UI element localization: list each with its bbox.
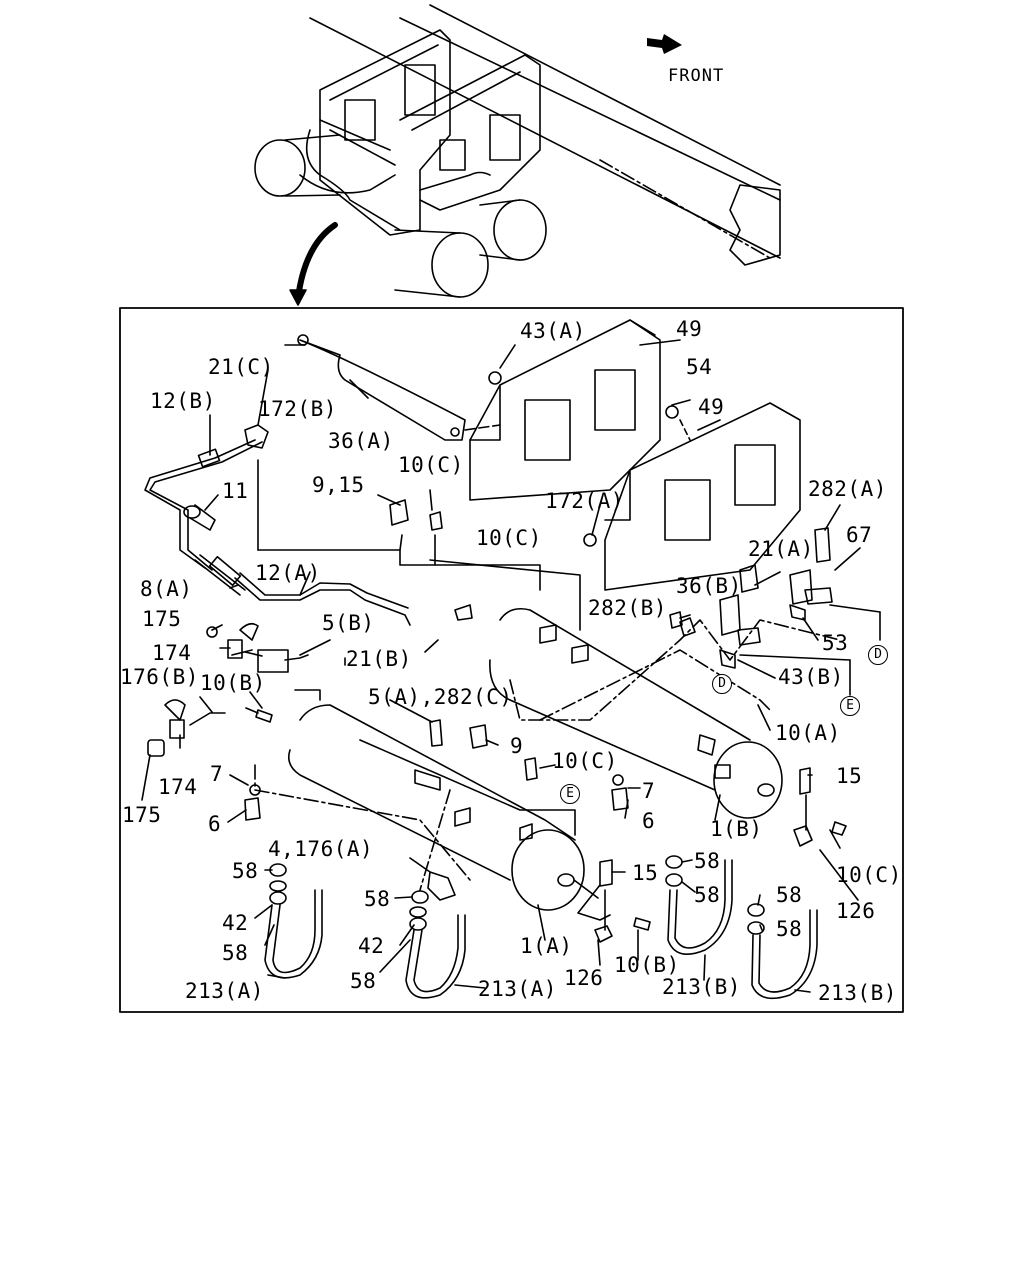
callout-8A: 8(A)	[140, 577, 193, 601]
callout-15: 15	[632, 861, 659, 885]
callout-282A: 282(A)	[808, 477, 887, 501]
callout-58: 58	[694, 883, 721, 907]
callout-12A: 12(A)	[255, 561, 321, 585]
callout-6: 6	[208, 812, 222, 836]
callout-126: 126	[836, 899, 876, 923]
callout-213B: 213(B)	[662, 975, 741, 999]
callout-43B: 43(B)	[778, 665, 844, 689]
callout-10B: 10(B)	[200, 671, 266, 695]
callout-175: 175	[122, 803, 162, 827]
callout-21A: 21(A)	[748, 537, 814, 561]
callout-174: 174	[152, 641, 192, 665]
ref-marker-E: E	[560, 784, 580, 804]
callout-6: 6	[642, 809, 656, 833]
callout-15: 15	[836, 764, 863, 788]
callout-282B: 282(B)	[588, 596, 667, 620]
callout-58: 58	[232, 859, 259, 883]
callout-213A: 213(A)	[478, 977, 557, 1001]
callout-176B: 176(B)	[120, 665, 199, 689]
callout-58: 58	[694, 849, 721, 873]
callout-58: 58	[364, 887, 391, 911]
callout-36A: 36(A)	[328, 429, 394, 453]
callout-174: 174	[158, 775, 198, 799]
callout-10B: 10(B)	[614, 953, 680, 977]
callout-12B: 12(B)	[150, 389, 216, 413]
callout-11: 11	[222, 479, 249, 503]
callout-172B: 172(B)	[258, 397, 337, 421]
callout-10C: 10(C)	[836, 863, 902, 887]
callout-5B: 5(B)	[322, 611, 375, 635]
callout-10C: 10(C)	[398, 453, 464, 477]
callout-49: 49	[676, 317, 703, 341]
callout-42: 42	[358, 934, 385, 958]
callout-49: 49	[698, 395, 725, 419]
callout-5A-282C: 5(A),282(C)	[368, 685, 513, 709]
callout-4-176A: 4,176(A)	[268, 837, 374, 861]
callout-43A: 43(A)	[520, 319, 586, 343]
callout-7: 7	[642, 779, 656, 803]
callout-1B: 1(B)	[710, 817, 763, 841]
callout-36B: 36(B)	[676, 574, 742, 598]
callout-172A: 172(A)	[545, 489, 624, 513]
detail-illustration	[141, 319, 881, 1000]
detail-frame	[119, 307, 904, 1013]
ref-marker-D: D	[712, 674, 732, 694]
callout-42: 42	[222, 911, 249, 935]
callout-58: 58	[776, 917, 803, 941]
callout-10A: 10(A)	[775, 721, 841, 745]
callout-21C: 21(C)	[208, 355, 274, 379]
ref-marker-E: E	[840, 696, 860, 716]
callout-21B: 21(B)	[346, 647, 412, 671]
callout-1A: 1(A)	[520, 934, 573, 958]
callout-9: 9	[510, 734, 524, 758]
ref-marker-D: D	[868, 645, 888, 665]
callout-58: 58	[222, 941, 249, 965]
callout-10C: 10(C)	[476, 526, 542, 550]
callout-58: 58	[776, 883, 803, 907]
front-label: FRONT	[668, 66, 725, 86]
overview-illustration	[254, 4, 781, 306]
callout-126: 126	[564, 966, 604, 990]
callout-213B: 213(B)	[818, 981, 897, 1005]
callout-67: 67	[846, 523, 873, 547]
callout-58: 58	[350, 969, 377, 993]
callout-54: 54	[686, 355, 713, 379]
callout-53: 53	[822, 631, 849, 655]
callout-9-15: 9,15	[312, 473, 365, 497]
callout-175: 175	[142, 607, 182, 631]
callout-213A: 213(A)	[185, 979, 264, 1003]
callout-7: 7	[210, 762, 224, 786]
callout-10C: 10(C)	[552, 749, 618, 773]
